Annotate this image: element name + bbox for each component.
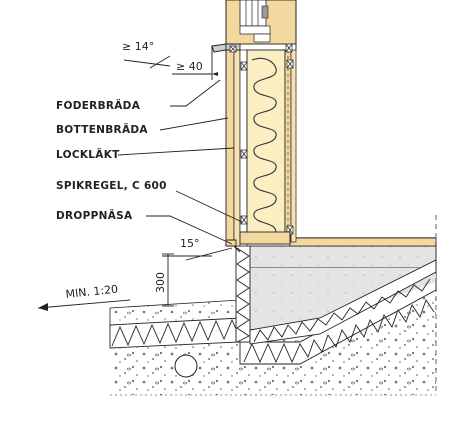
- label-spikregel: SPIKREGEL, C 600: [56, 180, 243, 223]
- label-bottenbrada-text: BOTTENBRÄDA: [56, 122, 148, 136]
- label-locklakt-text: LOCKLÄKT: [56, 147, 120, 161]
- label-droppnasa: DROPPNÄSA: [56, 208, 233, 245]
- overhang-text: ≥ 40: [176, 60, 203, 73]
- angle-top-text: ≥ 14°: [122, 40, 154, 53]
- label-droppnasa-text: DROPPNÄSA: [56, 208, 133, 222]
- label-foderbrada-text: FODERBRÄDA: [56, 98, 141, 112]
- dimension-overhang: ≥ 40: [172, 50, 227, 80]
- slope-text: MIN. 1:20: [65, 283, 119, 301]
- label-locklakt: LOCKLÄKT: [56, 147, 235, 161]
- dimension-angle-top: ≥ 14°: [122, 40, 171, 69]
- label-bottenbrada: BOTTENBRÄDA: [56, 117, 229, 136]
- window-sill: [211, 0, 297, 54]
- label-foderbrada: FODERBRÄDA: [56, 79, 221, 112]
- height-text: 300: [154, 272, 167, 293]
- wall-section: [225, 49, 297, 253]
- dimension-height: 300: [154, 253, 174, 307]
- locklakt-batten: [233, 49, 241, 247]
- foundation: [235, 215, 437, 395]
- label-spikregel-text: SPIKREGEL, C 600: [56, 180, 167, 192]
- droppnasa-drip: [225, 239, 237, 247]
- angle-drip-text: 15°: [180, 237, 200, 250]
- sill-plate: [239, 231, 291, 245]
- dimension-slope: MIN. 1:20: [37, 283, 131, 311]
- ground-layers: [109, 267, 437, 396]
- drain-pipe: [174, 354, 198, 378]
- dimension-angle-drip: 15°: [162, 237, 233, 261]
